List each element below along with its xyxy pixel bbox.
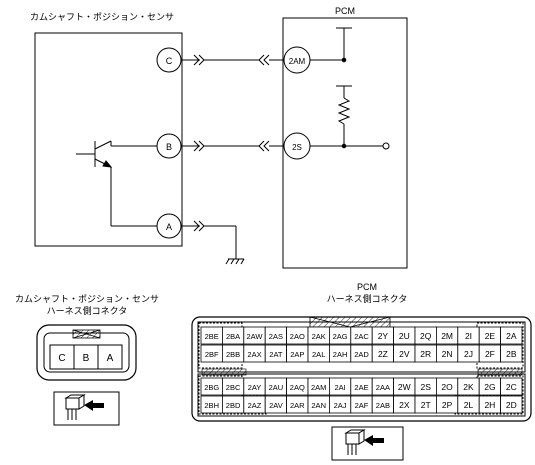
- pcm-pin-label: 2AT: [269, 350, 283, 359]
- pcm-pin-label: 2AO: [290, 332, 305, 341]
- pcm-pin-label: 2G: [484, 382, 495, 392]
- pcm-pin-label: 2BG: [204, 383, 219, 392]
- pcm-pin-label: 2K: [463, 382, 474, 392]
- sensor-connector: [36, 324, 137, 381]
- pcm-pin-label: 2AR: [290, 401, 305, 410]
- pcm-pin-label: 2U: [399, 331, 410, 341]
- pcm-pin-label: 2AU: [269, 383, 284, 392]
- pcm-pin-label: 2D: [506, 400, 517, 410]
- pcm-box: [282, 17, 408, 269]
- sensor-pin-c-marker: [156, 47, 182, 73]
- pcm-title: PCM: [335, 6, 355, 16]
- pcm-connector-title-2: ハーネス側コネクタ: [327, 293, 408, 304]
- pcm-pin-label: 2AE: [354, 383, 368, 392]
- pcm-pin-label: 2R: [420, 349, 431, 359]
- sensor-connector-pin-b: B: [83, 353, 90, 364]
- transistor-icon: [76, 140, 157, 227]
- pcm-pin-label: 2BB: [226, 350, 240, 359]
- pcm-pin-label: 2A: [506, 331, 517, 341]
- pcm-pin-label: 2AG: [333, 332, 348, 341]
- pcm-pin-label: 2AJ: [334, 401, 347, 410]
- pcm-pin-label: 2AB: [376, 401, 390, 410]
- pcm-pin-label: 2Q: [420, 331, 432, 341]
- wire-c-2am: [181, 54, 284, 66]
- pcm-pin-label: 2AF: [355, 401, 369, 410]
- pcm-pin-label: 2AH: [333, 350, 348, 359]
- pcm-connector-title-1: PCM: [357, 282, 377, 292]
- pcm-pin-label: 2BF: [205, 350, 219, 359]
- pcm-pin-label: 2BD: [226, 401, 241, 410]
- pcm-pin-2s-label: 2S: [292, 143, 302, 152]
- pcm-pin-label: 2AA: [376, 383, 390, 392]
- pullup-resistor: [337, 97, 351, 125]
- connector-view-icon: [53, 391, 120, 426]
- pcm-pin-label: 2AY: [248, 383, 262, 392]
- pcm-pin-label: 2C: [506, 382, 517, 392]
- pcm-pin-label: 2AZ: [248, 401, 262, 410]
- pcm-internal-2am: [310, 27, 352, 63]
- pcm-pin-label: 2S: [420, 382, 431, 392]
- pcm-pin-label: 2J: [464, 349, 473, 359]
- pcm-pin-label: 2AD: [354, 350, 369, 359]
- pcm-pin-label: 2Y: [378, 331, 389, 341]
- pcm-pin-label: 2O: [441, 382, 453, 392]
- pcm-pin-label: 2AM: [311, 383, 326, 392]
- pcm-pin-label: 2BC: [226, 383, 241, 392]
- pcm-internal-2s: [310, 85, 390, 150]
- pcm-pin-label: 2BA: [226, 332, 240, 341]
- pcm-pin-label: 2AX: [247, 350, 261, 359]
- pcm-pin-label: 2AC: [354, 332, 369, 341]
- pcm-pin-label: 2Z: [378, 349, 388, 359]
- sensor-pin-c-label: C: [166, 56, 173, 66]
- wire-a-ground: [181, 220, 237, 259]
- pcm-pin-cell: [500, 326, 523, 345]
- pcm-pin-label: 2AQ: [290, 383, 305, 392]
- pcm-pin-label: 2T: [421, 400, 431, 410]
- pcm-pin-cell: [500, 377, 523, 396]
- pcm-pin-label: 2AV: [269, 401, 283, 410]
- sensor-connector-title-2: ハーネス側コネクタ: [47, 305, 128, 316]
- pcm-pin-label: 2AL: [312, 350, 325, 359]
- pcm-pin-label: 2AS: [269, 332, 283, 341]
- sensor-connector-title-1: カムシャフト・ポジション・センサ: [15, 294, 159, 304]
- pcm-pin-label: 2I: [465, 331, 472, 341]
- pcm-pin-2am-label: 2AM: [289, 57, 306, 66]
- sensor-title: カムシャフト・ポジション・センサ: [30, 12, 174, 22]
- pcm-connector-view-icon: [331, 426, 404, 461]
- sensor-box: [34, 32, 183, 247]
- sensor-pin-a-label: A: [166, 222, 172, 232]
- pcm-pin-label: 2AI: [334, 383, 345, 392]
- pcm-pin-label: 2AK: [312, 332, 326, 341]
- wire-b-2s: [181, 140, 284, 152]
- pcm-pin-label: 2BH: [204, 401, 219, 410]
- pcm-pin-label: 2H: [484, 400, 495, 410]
- pcm-pin-label: 2B: [506, 349, 517, 359]
- pcm-pin-label: 2BE: [205, 332, 219, 341]
- pcm-pin-label: 2W: [398, 382, 411, 392]
- pcm-pin-cell: [500, 344, 523, 363]
- pcm-connector-cells: 2BE 2BA 2AW 2AS 2AO 2AK 2AG 2AC 2Y 2U 2Q 2M 2I 2E 2A 2B…: [200, 326, 523, 414]
- pcm-pin-label: 2M: [441, 331, 453, 341]
- pcm-pin-label: 2F: [485, 349, 495, 359]
- pcm-pin-label: 2AN: [311, 401, 326, 410]
- pcm-pin-cell: [500, 395, 523, 414]
- sensor-connector-pin-c: C: [58, 353, 65, 364]
- pcm-pin-label: 2AP: [290, 350, 304, 359]
- pcm-pin-label: 2N: [442, 349, 453, 359]
- pcm-pin-label: 2P: [442, 400, 453, 410]
- ground-icon: [225, 258, 245, 265]
- pcm-pin-label: 2E: [485, 331, 496, 341]
- sensor-connector-pin-a: A: [107, 353, 114, 364]
- pcm-pin-label: 2AW: [247, 332, 264, 341]
- pcm-pin-label: 2V: [399, 349, 410, 359]
- pcm-pin-label: 2X: [399, 400, 410, 410]
- pcm-pin-label: 2L: [464, 400, 474, 410]
- sensor-pin-b-label: B: [166, 142, 172, 152]
